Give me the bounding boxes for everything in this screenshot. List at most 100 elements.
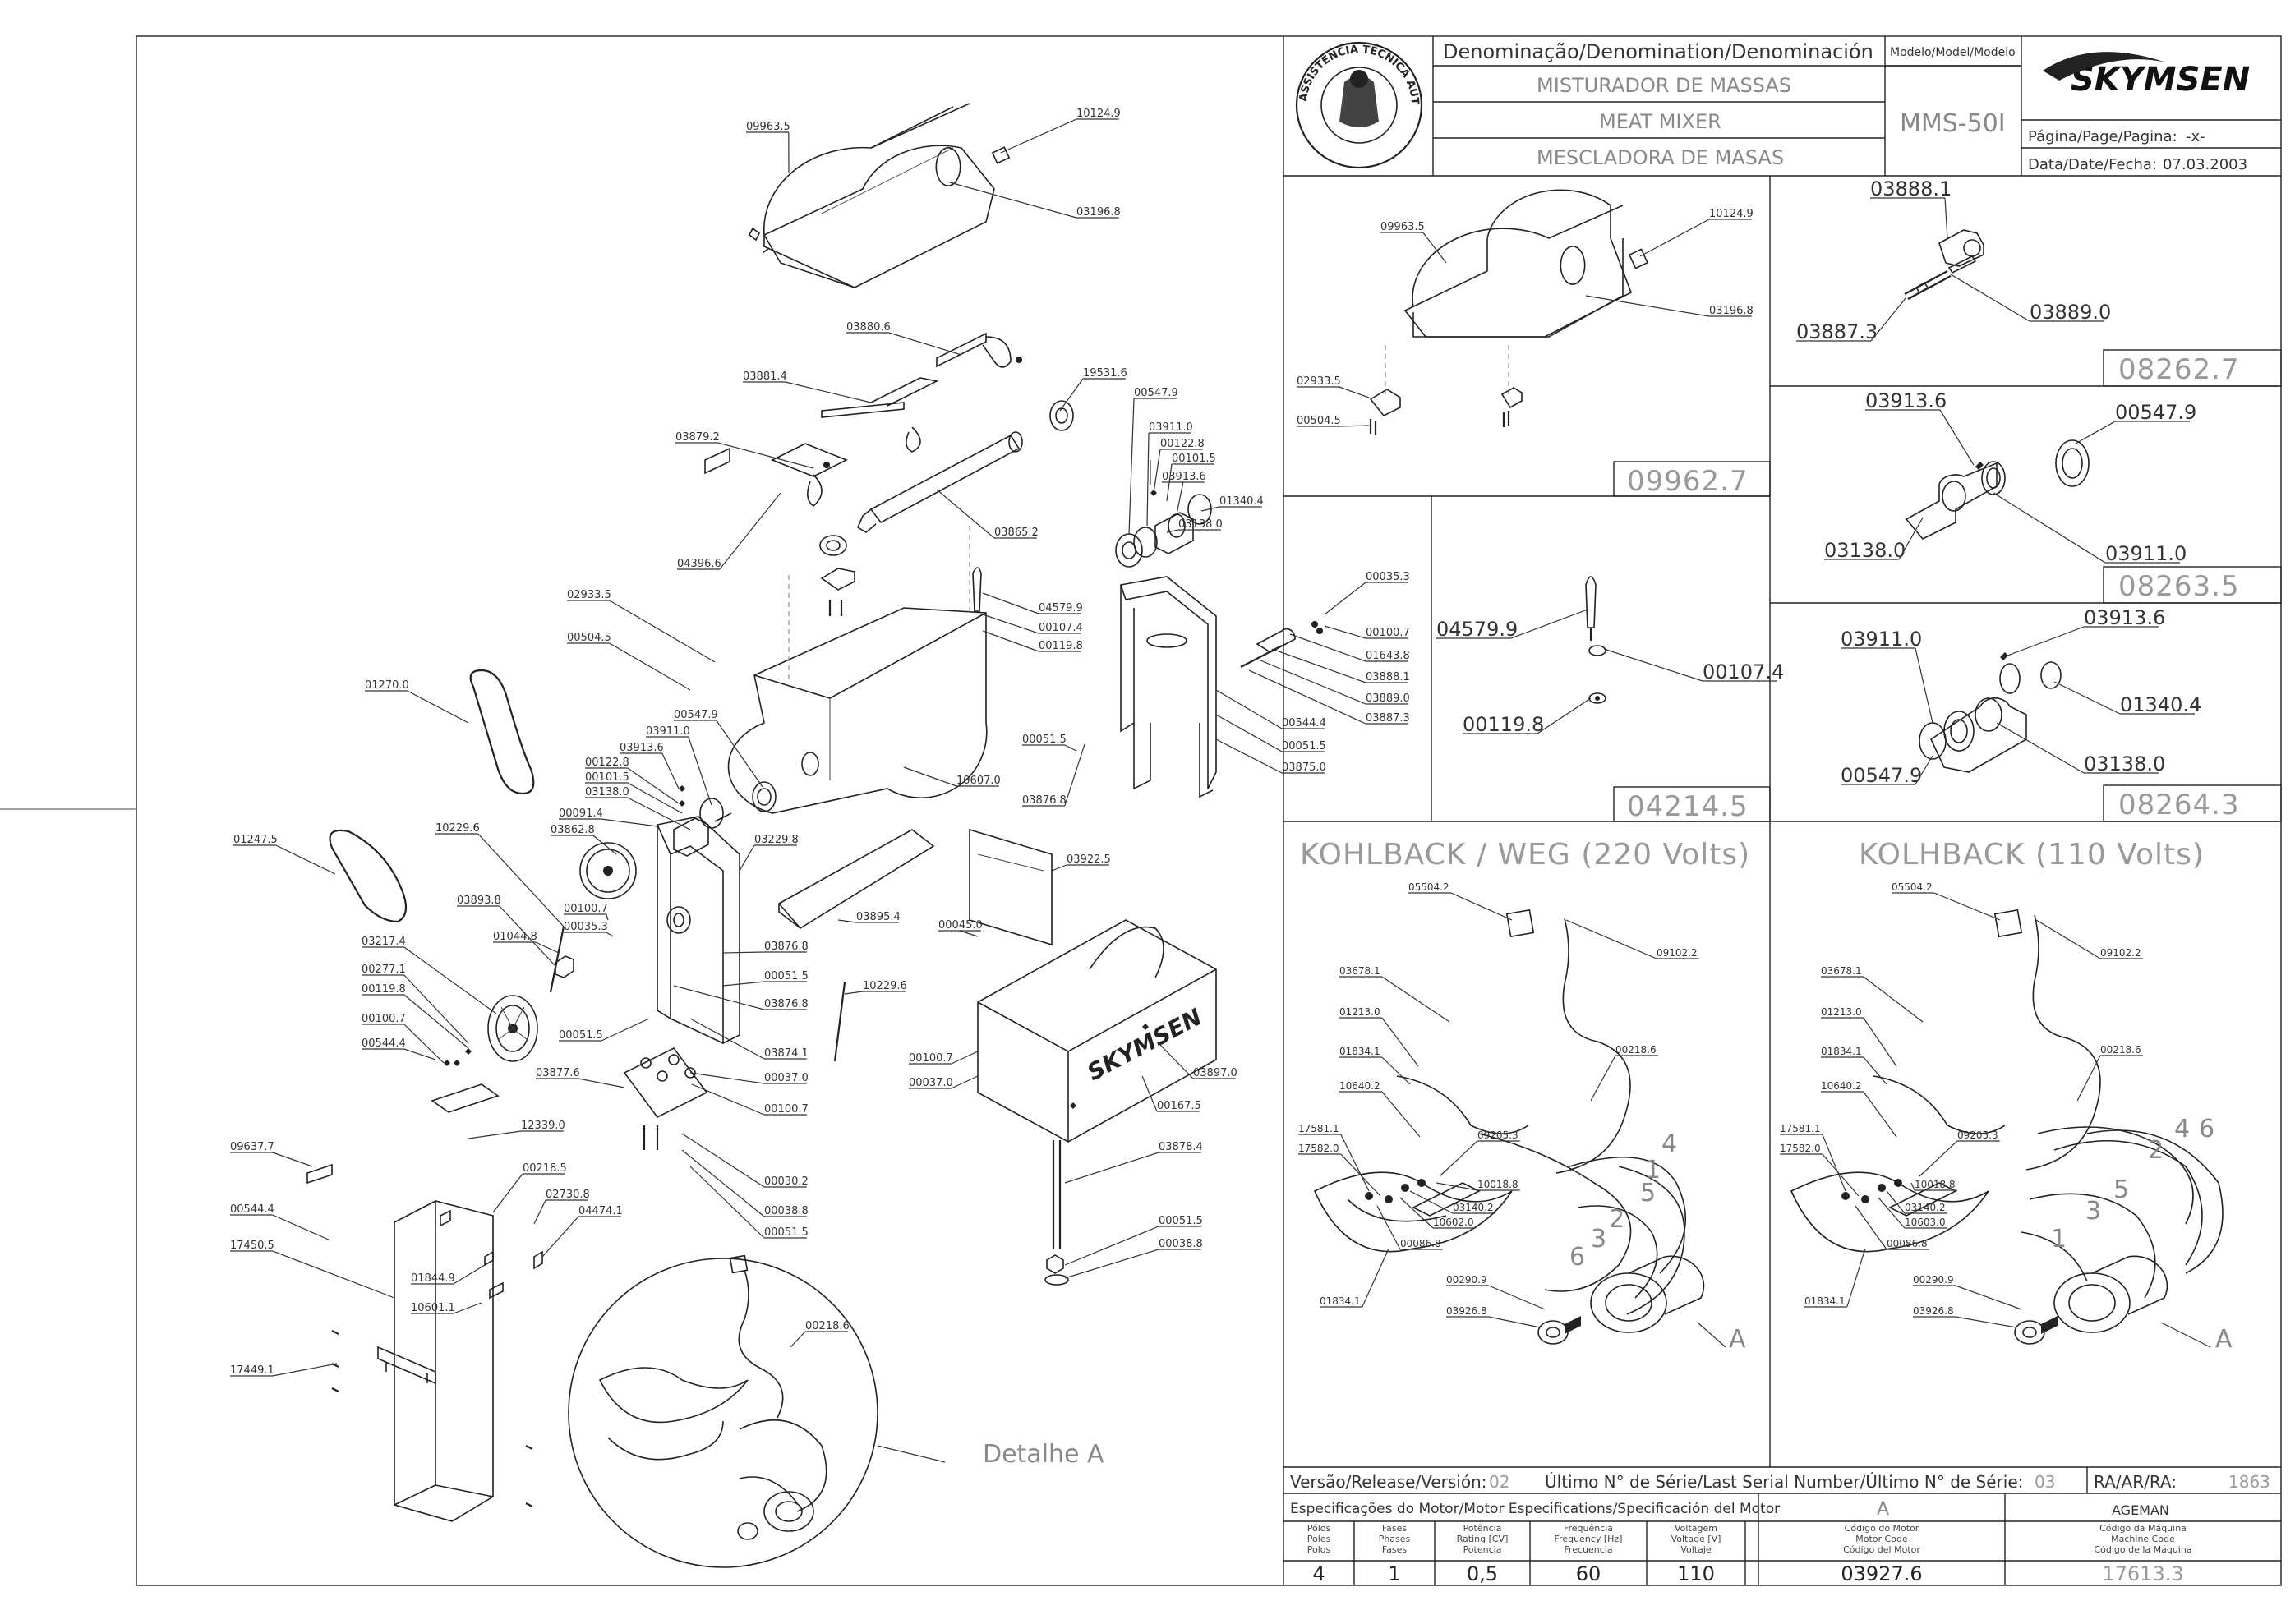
machine-enclosure — [331, 1200, 543, 1522]
leader-line — [403, 974, 469, 1044]
spec-column-header: Fases — [1382, 1523, 1408, 1534]
panel-number-bearing-a: 08263.5 — [2118, 570, 2240, 603]
leader-line — [1064, 743, 1085, 807]
leader-line — [1146, 432, 1150, 527]
leader-line — [1381, 976, 1450, 1023]
wire-number: 3 — [1591, 1225, 1606, 1254]
part-number-label: 03880.6 — [846, 321, 891, 334]
leader-line — [1910, 1182, 1915, 1191]
wire-number: 1 — [2051, 1225, 2067, 1254]
part-number-label: 03922.5 — [1067, 853, 1111, 866]
part-number-label: 03229.8 — [754, 834, 799, 846]
part-number-label: 04579.9 — [1039, 602, 1083, 614]
part-number-label: 01270.0 — [365, 679, 409, 692]
part-number-label: 10229.6 — [435, 822, 480, 835]
part-number-label: 00100.7 — [764, 1103, 809, 1116]
title-block: ASSISTÊNCIA TÉCNICA AUTORIZADA Denominaç… — [0, 0, 2281, 177]
part-number-label: 05504.2 — [1408, 881, 1449, 893]
part-number-label: 00051.5 — [1159, 1215, 1203, 1227]
leader-line — [453, 1302, 482, 1314]
leader-line — [1324, 582, 1366, 615]
part-number-label: 04474.1 — [578, 1205, 623, 1217]
part-number-label: 00218.6 — [2100, 1044, 2141, 1056]
spec-column-header: Phases — [1379, 1534, 1411, 1544]
leader-line — [1362, 1248, 1389, 1308]
spec-column-header: Polos — [1307, 1544, 1331, 1555]
part-number-label: 00544.4 — [1282, 717, 1326, 729]
leader-line — [533, 1199, 546, 1225]
leader-line — [936, 489, 995, 539]
part-number-label: 03140.2 — [1453, 1202, 1494, 1213]
part-number-label: 09637.7 — [230, 1141, 274, 1153]
leader-line — [1064, 1226, 1159, 1266]
leader-line — [403, 946, 497, 1014]
leader-line — [689, 1072, 765, 1084]
part-number-label: 00290.9 — [1446, 1274, 1487, 1286]
leader-line — [982, 630, 1039, 652]
detail-a-circle: Detalhe A — [568, 1254, 1104, 1568]
wire-number: 5 — [1640, 1179, 1656, 1208]
part-number-label: 00277.1 — [362, 964, 406, 976]
leader-line — [959, 930, 979, 937]
leader-line — [790, 1331, 806, 1348]
part-number-label: 00100.7 — [362, 1013, 406, 1025]
leader-line — [673, 985, 765, 1010]
leader-line — [689, 1166, 765, 1239]
part-number-label: 03911.0 — [2105, 542, 2187, 565]
denomination-header: Denominação/Denomination/Denominación — [1443, 40, 1873, 63]
leader-line — [468, 1130, 522, 1139]
motor-letter-110v: A — [2215, 1325, 2233, 1354]
leader-line — [1248, 669, 1366, 725]
leader-line — [272, 1152, 313, 1167]
leader-line — [1585, 295, 1710, 317]
part-number-label: 00091.4 — [559, 807, 603, 820]
leader-line — [272, 1250, 395, 1299]
part-number-label: 03678.1 — [1821, 965, 1862, 977]
wiring-title-110v: KOLHBACK (110 Volts) — [1859, 838, 2205, 872]
seal-text: ASSISTÊNCIA TÉCNICA AUTORIZADA — [0, 0, 1421, 105]
part-number-label: 00547.9 — [1841, 764, 1922, 787]
part-number-label: 03217.4 — [362, 936, 406, 948]
part-number-label: 00107.4 — [1039, 622, 1083, 634]
leader-line — [1822, 1134, 1846, 1192]
leader-line — [1439, 1140, 1478, 1177]
part-number-label: 01834.1 — [1339, 1046, 1380, 1057]
main-exploded-view: SKYMSEN — [230, 103, 2201, 1568]
panel-number-lever: 04214.5 — [1627, 790, 1749, 823]
spec-column-header: Poles — [1307, 1534, 1331, 1544]
part-number-label: 03911.0 — [1841, 628, 1922, 651]
version-value: 02 — [1489, 1472, 1509, 1492]
wire-number: 2 — [2148, 1136, 2164, 1165]
leader-line — [1855, 1205, 1887, 1250]
leader-line — [717, 442, 814, 469]
part-number-label: 03138.0 — [585, 786, 629, 798]
wiring-part-labels: 05504.209102.203678.101213.000218.601834… — [1298, 881, 2143, 1328]
spec-column-header: Voltaje — [1680, 1544, 1712, 1555]
name-pt: MISTURADOR DE MASSAS — [1537, 74, 1791, 97]
leader-line — [535, 941, 560, 954]
leader-line — [1215, 738, 1283, 774]
leader-line — [949, 182, 1077, 219]
part-number-label: 00100.7 — [1366, 627, 1410, 639]
part-number-label: 00101.5 — [585, 771, 629, 784]
part-number-label: 03889.0 — [1366, 692, 1410, 705]
panel-part-labels: 09963.510124.903196.802933.500504.503888… — [1297, 177, 2201, 787]
part-number-label: 00035.3 — [1366, 571, 1410, 583]
leader-line — [1289, 633, 1366, 662]
part-number-label: 00544.4 — [230, 1203, 274, 1216]
leader-line — [1340, 1153, 1381, 1197]
motor-plate — [623, 1047, 708, 1150]
model-value: MMS-50I — [1900, 109, 2006, 138]
left-frame — [656, 812, 740, 1045]
spec-column-value: 60 — [1576, 1562, 1601, 1585]
leader-line — [1376, 1205, 1401, 1250]
part-number-label: 00037.0 — [764, 1072, 809, 1084]
shaft-assembly-view — [1904, 229, 1984, 300]
spec-column-header: Pólos — [1307, 1523, 1331, 1534]
part-number-label: 00038.8 — [764, 1205, 809, 1217]
part-number-label: 01834.1 — [1821, 1046, 1862, 1057]
leader-line — [785, 381, 872, 403]
leader-line — [1846, 1248, 1866, 1308]
leader-line — [1450, 892, 1513, 921]
part-number-label: 17450.5 — [230, 1240, 274, 1252]
